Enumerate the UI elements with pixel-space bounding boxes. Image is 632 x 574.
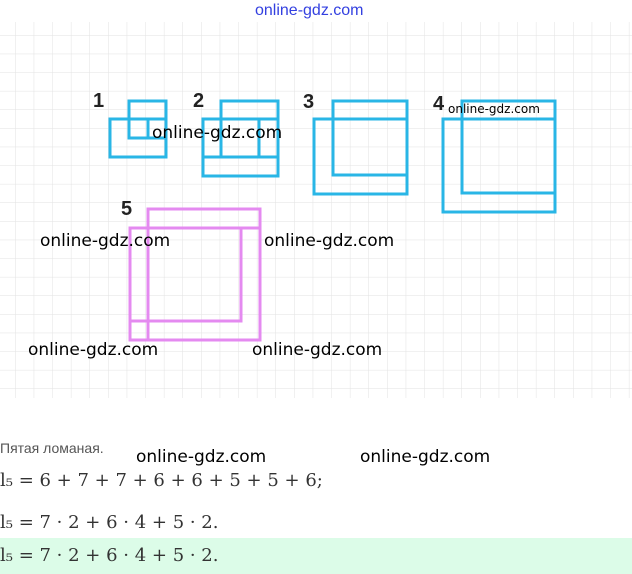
watermark: online-gdz.com	[40, 231, 171, 251]
answer-box: l₅ = 7 · 2 + 6 · 4 + 5 · 2.	[0, 538, 632, 574]
watermark: online-gdz.com	[28, 340, 159, 360]
label-4: 4	[433, 93, 445, 115]
label-3: 3	[303, 91, 315, 113]
caption: Пятая ломаная.	[0, 440, 104, 456]
label-2: 2	[193, 90, 205, 112]
polyline-1	[108, 99, 168, 159]
polyline-3	[312, 99, 409, 196]
formula-product: l₅ = 7 · 2 + 6 · 4 + 5 · 2.	[0, 512, 219, 533]
watermark: online-gdz.com	[152, 123, 283, 143]
watermark: online-gdz.com	[136, 447, 267, 467]
polyline-4	[441, 99, 557, 214]
watermark: online-gdz.com	[360, 447, 491, 467]
formula-sum: l₅ = 6 + 7 + 7 + 6 + 6 + 5 + 5 + 6;	[0, 470, 323, 491]
grid-background	[0, 22, 632, 398]
polyline-2	[201, 99, 280, 178]
watermark: online-gdz.com	[448, 102, 540, 116]
polyline-5	[128, 207, 262, 342]
watermark: online-gdz.com	[264, 231, 395, 251]
label-5: 5	[121, 198, 133, 220]
answer-formula: l₅ = 7 · 2 + 6 · 4 + 5 · 2.	[0, 545, 219, 566]
grid-figure	[0, 22, 632, 398]
label-1: 1	[93, 90, 105, 112]
header-watermark[interactable]: online-gdz.com	[255, 2, 364, 19]
watermark: online-gdz.com	[252, 340, 383, 360]
